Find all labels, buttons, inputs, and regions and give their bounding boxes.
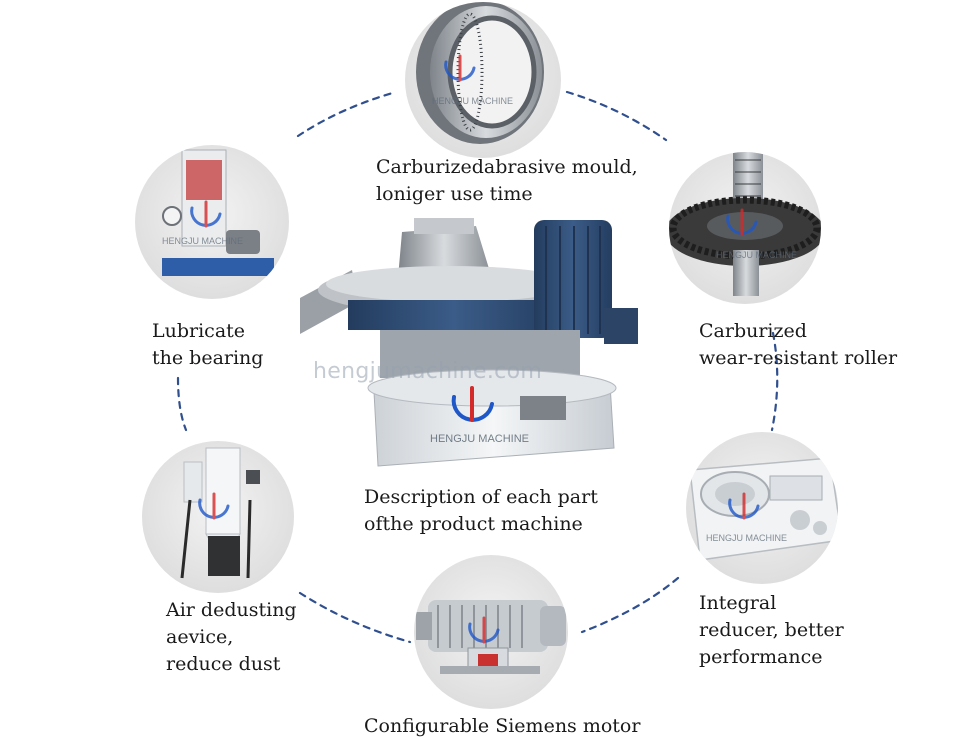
connector-top-left — [296, 90, 398, 138]
lubrication-pump-icon — [135, 145, 289, 299]
connector-bottom-right — [580, 576, 680, 634]
reducer-housing-icon — [686, 432, 838, 584]
brand-watermark-center: HENGJU MACHINE — [430, 433, 529, 445]
connector-left — [176, 376, 188, 432]
label-dedusting: Air dedusting aevice, reduce dust — [166, 599, 297, 675]
connector-bottom-left — [298, 591, 412, 644]
label-motor: Configurable Siemens motor — [364, 715, 641, 737]
ring-die-icon — [405, 2, 561, 158]
hengju-logo-icon — [451, 386, 494, 422]
brand-watermark-top: HENGJU MACHINE — [432, 96, 513, 106]
label-roller: Carburized wear-resistant roller — [699, 320, 898, 369]
brand-watermark-top-left: HENGJU MACHINE — [162, 236, 243, 246]
gear-roller-icon — [669, 152, 821, 304]
dashed-connectors — [176, 90, 779, 644]
connector-right-upper — [770, 331, 779, 432]
electric-motor-icon — [414, 555, 568, 709]
label-mould: Carburizedabrasive mould, loniger use ti… — [376, 156, 638, 205]
brand-watermarks: HENGJU MACHINE HENGJU MACHINE HENGJU MAC… — [162, 96, 797, 543]
label-reducer: Integral reducer, better performance — [699, 592, 844, 668]
label-lubricate: Lubricate the bearing — [152, 320, 264, 369]
hengju-logo-small-icon — [190, 54, 760, 644]
pellet-machine-image — [300, 218, 638, 467]
brand-watermark-right: HENGJU MACHINE — [706, 533, 787, 543]
site-watermark: hengjumachine.com — [313, 359, 543, 384]
center-description: Description of each part ofthe product m… — [364, 486, 598, 535]
brand-watermark-top-right: HENGJU MACHINE — [716, 250, 797, 260]
connector-top-right — [565, 90, 668, 142]
